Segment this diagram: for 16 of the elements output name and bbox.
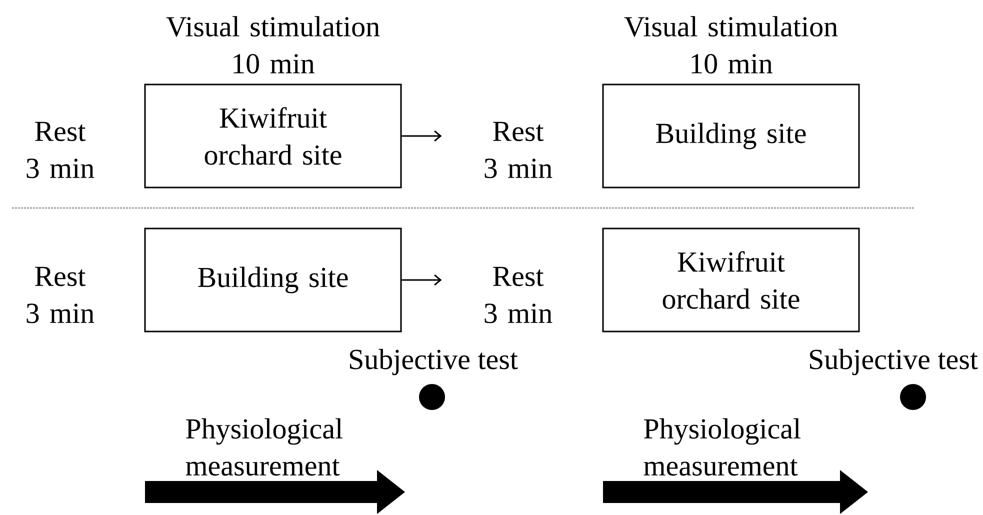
process-box: Kiwifruit orchard site xyxy=(602,228,860,332)
node-label: Subjective test xyxy=(350,348,518,376)
process-box: Kiwifruit orchard site xyxy=(144,84,402,188)
process-box: Building site xyxy=(602,84,860,188)
label: Rest 3 min xyxy=(26,122,94,178)
process-box: Building site xyxy=(144,228,402,332)
label: Rest 3 min xyxy=(26,266,94,324)
label: Physiological measurement xyxy=(644,418,801,476)
label: Rest 3 min xyxy=(484,266,552,324)
label: Physiological measurement xyxy=(186,418,343,476)
label: Rest 3 min xyxy=(484,122,552,178)
heading: Visual stimulation 10 min xyxy=(624,16,838,74)
arrow xyxy=(402,274,442,286)
arrow xyxy=(402,130,442,142)
heading: Visual stimulation 10 min xyxy=(166,16,380,74)
node-label: Subjective test xyxy=(810,348,978,376)
